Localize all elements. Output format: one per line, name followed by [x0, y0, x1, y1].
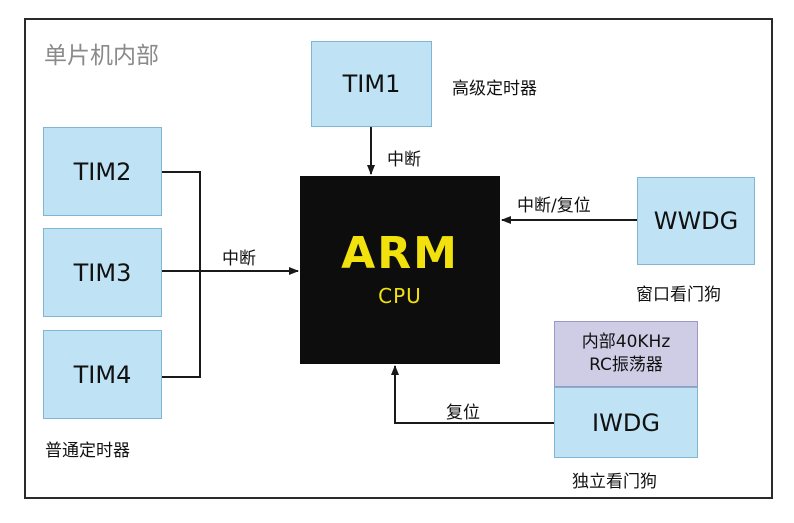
- wwdg-box: WWDG: [637, 177, 755, 265]
- tim1-label: TIM1: [342, 70, 401, 98]
- wwdg-edge-label: 中断/复位: [517, 196, 591, 216]
- osc-line-2: RC振荡器: [589, 355, 663, 375]
- wwdg-desc: 窗口看门狗: [636, 285, 721, 305]
- tim2-label: TIM2: [73, 157, 132, 186]
- iwdg-desc: 独立看门狗: [572, 472, 657, 492]
- tim2-wire: [162, 171, 201, 271]
- rc-oscillator-box: 内部40KHz RC振荡器: [554, 321, 698, 387]
- osc-line-1: 内部40KHz: [581, 332, 671, 353]
- tim4-label: TIM4: [73, 360, 132, 389]
- cpu-name: ARM: [341, 228, 459, 279]
- iwdg-to-cpu-arrow: [391, 365, 554, 424]
- timers-edge-label: 中断: [222, 249, 256, 269]
- tim1-box: TIM1: [311, 41, 432, 127]
- general-timers-desc: 普通定时器: [45, 441, 130, 461]
- cpu-sub: CPU: [378, 284, 422, 308]
- tim4-wire: [162, 271, 201, 378]
- tim4-box: TIM4: [43, 330, 162, 419]
- diagram-title: 单片机内部: [44, 43, 159, 69]
- tim1-edge-label: 中断: [387, 150, 421, 170]
- tim1-desc: 高级定时器: [452, 79, 537, 99]
- iwdg-box: IWDG: [554, 387, 698, 458]
- mcu-boundary: [24, 18, 773, 499]
- tim3-label: TIM3: [73, 258, 132, 287]
- iwdg-edge-label: 复位: [446, 403, 480, 423]
- tim3-box: TIM3: [43, 228, 162, 317]
- tim2-box: TIM2: [43, 127, 162, 216]
- arm-cpu-block: ARM CPU: [300, 176, 500, 364]
- iwdg-label: IWDG: [592, 408, 660, 437]
- wwdg-label: WWDG: [653, 207, 739, 235]
